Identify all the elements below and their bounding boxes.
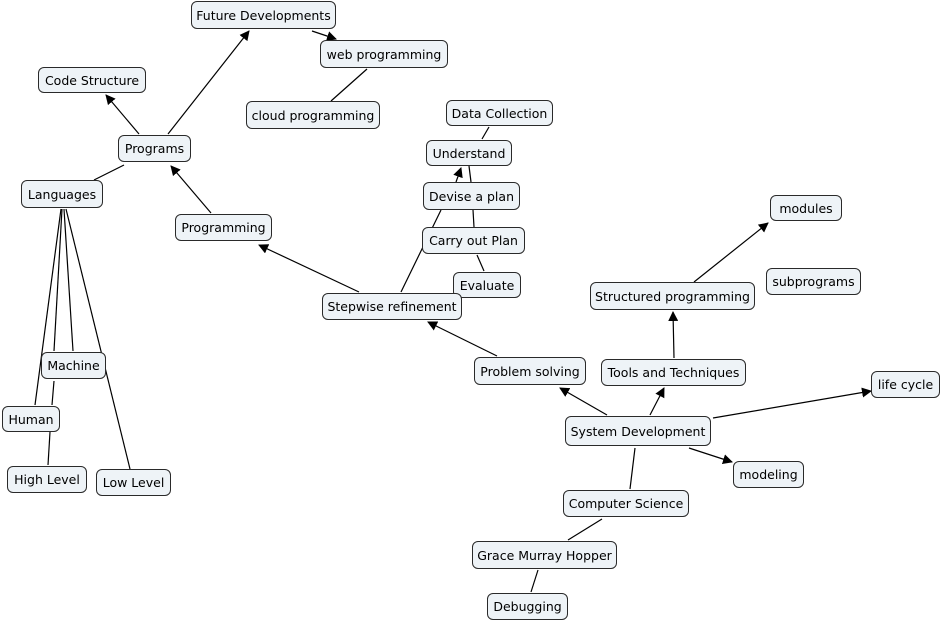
link-languages-to-programs: [93, 164, 125, 181]
link-structured-programming-to-modules: [693, 222, 769, 283]
node-web-programming[interactable]: web programming: [320, 40, 448, 68]
node-low-level[interactable]: Low Level: [96, 469, 171, 496]
node-future-developments[interactable]: Future Developments: [191, 1, 336, 29]
node-code-structure[interactable]: Code Structure: [38, 67, 146, 93]
node-programs[interactable]: Programs: [118, 135, 191, 162]
node-grace-murray-hopper[interactable]: Grace Murray Hopper: [472, 541, 617, 569]
link-system-development-to-problem-solving: [559, 387, 608, 416]
node-machine[interactable]: Machine: [41, 352, 106, 379]
link-devise-plan-to-carry-out-plan: [472, 209, 475, 228]
link-carry-out-plan-to-evaluate: [476, 254, 485, 272]
link-system-development-to-computer-science: [629, 447, 636, 490]
link-system-development-to-tools-techniques: [649, 387, 665, 416]
node-computer-science[interactable]: Computer Science: [563, 490, 689, 517]
link-data-collection-to-understand: [481, 126, 490, 140]
link-languages-to-machine-a: [53, 208, 63, 352]
node-modeling[interactable]: modeling: [733, 461, 804, 488]
node-human[interactable]: Human: [2, 406, 60, 432]
link-tools-techniques-to-structured-programming: [668, 311, 679, 359]
link-understand-to-devise-plan: [468, 165, 472, 183]
link-stepwise-refinement-to-programming: [258, 244, 360, 293]
link-programs-to-future-developments: [167, 30, 250, 135]
link-devise-plan-to-understand: [453, 167, 463, 183]
link-future-developments-to-web-programming: [311, 30, 337, 41]
node-data-collection[interactable]: Data Collection: [446, 100, 553, 126]
link-stepwise-refinement-to-devise-plan: [400, 209, 442, 293]
node-languages[interactable]: Languages: [21, 180, 103, 208]
link-machine-to-human: [51, 380, 55, 406]
node-debugging[interactable]: Debugging: [487, 593, 568, 620]
node-evaluate[interactable]: Evaluate: [453, 272, 521, 298]
node-modules[interactable]: modules: [770, 195, 842, 221]
link-programs-to-code-structure: [105, 94, 140, 135]
node-stepwise-refinement[interactable]: Stepwise refinement: [322, 293, 462, 320]
link-human-to-high-level: [47, 431, 51, 466]
node-subprograms[interactable]: subprograms: [766, 268, 861, 295]
node-understand[interactable]: Understand: [426, 140, 512, 166]
link-grace-hopper-to-debugging: [530, 569, 539, 593]
link-problem-solving-to-stepwise-refinement: [427, 321, 498, 357]
link-languages-to-low-level: [65, 208, 131, 470]
node-system-development[interactable]: System Development: [565, 416, 711, 446]
node-programming[interactable]: Programming: [175, 214, 272, 241]
node-devise-a-plan[interactable]: Devise a plan: [423, 182, 520, 210]
link-computer-science-to-grace-hopper: [567, 518, 603, 541]
node-high-level[interactable]: High Level: [7, 466, 87, 493]
link-languages-to-machine-b: [63, 208, 74, 352]
link-languages-to-human: [34, 208, 62, 406]
node-tools-and-techniques[interactable]: Tools and Techniques: [601, 359, 746, 386]
node-life-cycle[interactable]: life cycle: [871, 371, 940, 398]
node-problem-solving[interactable]: Problem solving: [474, 357, 586, 385]
link-web-programming-to-cloud-programming: [330, 68, 368, 102]
link-system-development-to-life-cycle: [712, 387, 872, 419]
node-carry-out-plan[interactable]: Carry out Plan: [422, 227, 525, 254]
link-system-development-to-modeling: [688, 447, 733, 464]
node-structured-programming[interactable]: Structured programming: [590, 282, 755, 310]
node-cloud-programming[interactable]: cloud programming: [246, 101, 380, 129]
link-programming-to-programs: [170, 165, 212, 214]
